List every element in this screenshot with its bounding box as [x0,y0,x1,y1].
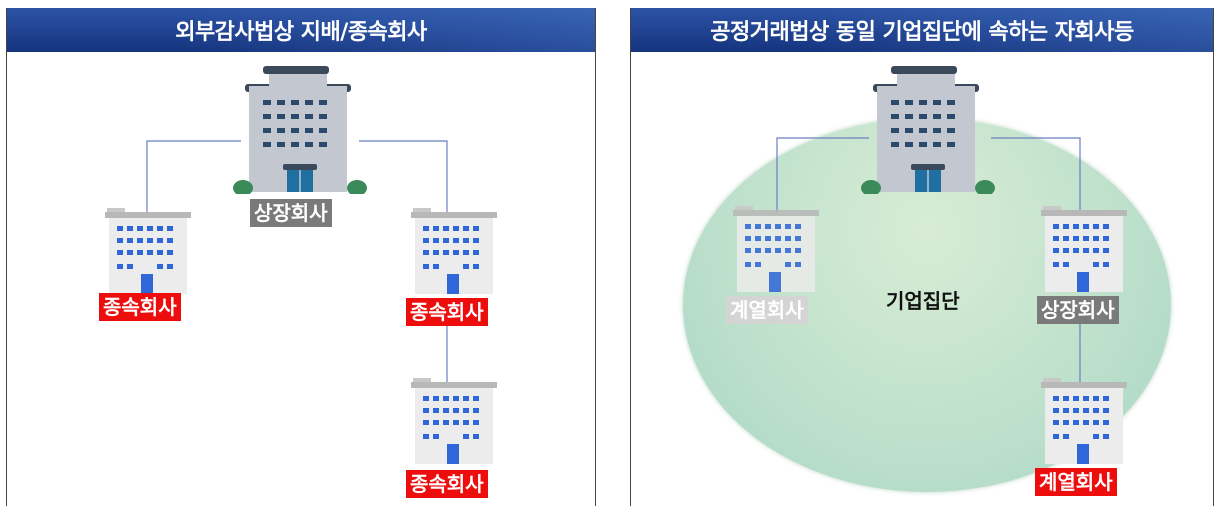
grandchild-building-icon [411,378,497,464]
affiliate-left-building-icon [733,206,819,292]
right-panel: 공정거래법상 동일 기업집단에 속하는 자회사등 [630,8,1214,506]
group-parent-building-icon [861,66,995,194]
connector-parent-to-left [146,140,241,213]
child-right-building-icon [411,208,497,294]
connector-parent-to-affiliate [776,137,869,213]
listed-right-label: 상장회사 [1037,296,1119,324]
left-connectors [146,140,448,383]
connector-parent-to-listed [991,137,1081,213]
parent-label: 상장회사 [250,199,332,227]
connector-parent-to-right [359,140,448,213]
right-connectors [776,137,1081,383]
affiliate-bottom-building-icon [1041,378,1127,464]
left-panel: 외부감사법상 지배/종속회사 상장회사 [6,8,596,506]
affiliate-bottom-label: 계열회사 [1035,468,1117,496]
affiliate-left-label: 계열회사 [726,296,808,324]
group-label: 기업집단 [886,289,960,313]
child-right-label: 종속회사 [406,298,488,326]
right-panel-header: 공정거래법상 동일 기업집단에 속하는 자회사등 [631,8,1213,52]
child-left-label: 종속회사 [99,293,181,321]
grandchild-label: 종속회사 [406,470,488,498]
left-panel-title: 외부감사법상 지배/종속회사 [175,20,427,45]
left-panel-header: 외부감사법상 지배/종속회사 [7,8,595,52]
listed-right-building-icon [1041,206,1127,292]
parent-building-icon [233,66,367,194]
child-left-building-icon [105,208,191,294]
right-panel-title: 공정거래법상 동일 기업집단에 속하는 자회사등 [710,20,1134,45]
